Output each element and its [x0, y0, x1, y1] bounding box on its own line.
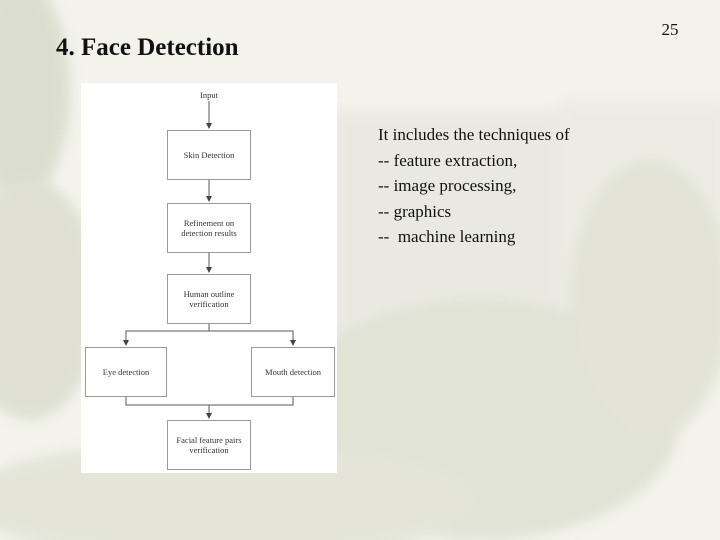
- techniques-intro: It includes the techniques of: [378, 125, 570, 144]
- connector-mouth-merge: [209, 397, 294, 406]
- slide-title: 4. Face Detection: [56, 34, 239, 61]
- technique-item: -- machine learning: [378, 227, 516, 246]
- technique-item: -- graphics: [378, 201, 452, 221]
- technique-item: -- feature extraction,: [378, 150, 518, 170]
- flow-step-outline-verification: Human outline verification: [167, 274, 251, 324]
- flow-step-mouth-detection: Mouth detection: [251, 347, 335, 397]
- flowchart-connectors: [123, 101, 296, 419]
- flow-step-skin-detection: Skin Detection: [167, 130, 251, 180]
- page-number: 25: [661, 20, 679, 39]
- connector-outline-split-right: [209, 330, 296, 346]
- technique-item: -- image processing,: [378, 176, 517, 195]
- connector-outline-split: [123, 324, 210, 346]
- flowchart-diagram: Input Skin Detection Refinement on detec…: [81, 83, 337, 473]
- flow-step-feature-verification: Facial feature pairs verification: [167, 420, 251, 470]
- flow-input-label: Input: [200, 90, 218, 100]
- techniques-list: It includes the techniques of -- feature…: [378, 122, 570, 250]
- flow-step-refinement: Refinement on detection results: [167, 203, 251, 253]
- flow-step-eye-detection: Eye detection: [85, 347, 167, 397]
- connector-eye-merge: [125, 397, 212, 419]
